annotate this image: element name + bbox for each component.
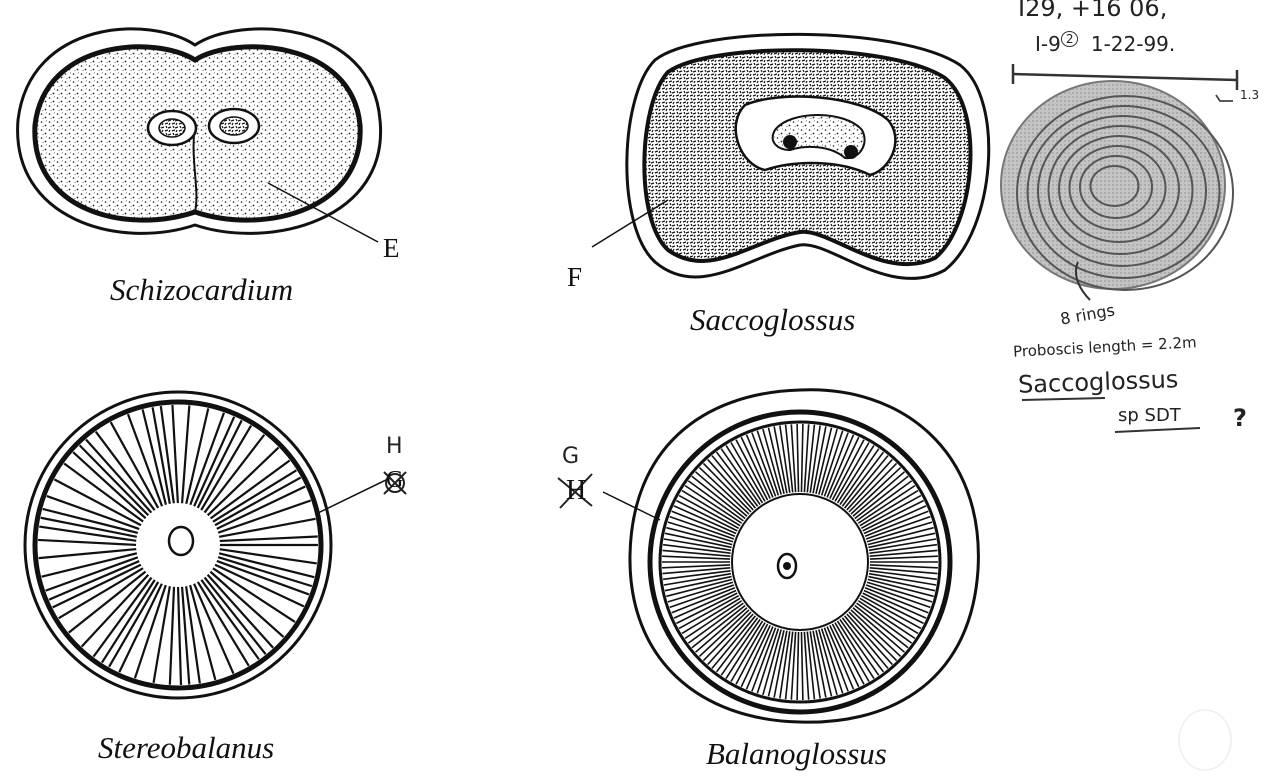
- saccoglossus-section: [592, 34, 989, 278]
- label-struck-h: H: [566, 475, 586, 507]
- handwritten-scale-label: 1.3: [1240, 88, 1259, 102]
- handwritten-label-g: G: [562, 444, 579, 469]
- handwritten-label-h: H: [386, 434, 403, 459]
- caption-schizocardium: Schizocardium: [110, 272, 293, 308]
- schizocardium-stippled-body: [35, 47, 360, 220]
- schizocardium-section: [18, 29, 381, 242]
- handwritten-specimen-id: I29, +16 06,: [1018, 0, 1167, 22]
- handwritten-query: ?: [1233, 404, 1247, 432]
- label-e: E: [383, 233, 400, 264]
- label-f: F: [567, 262, 582, 293]
- stereobalanus-section: [25, 392, 390, 698]
- handwritten-genus: Saccoglossus: [1018, 365, 1179, 399]
- caption-saccoglossus: Saccoglossus: [690, 302, 855, 338]
- scale-bar: [1013, 74, 1237, 80]
- handwritten-specimen-number: I-92 1-22-99.: [1035, 32, 1175, 56]
- label-struck-g: G: [386, 467, 403, 494]
- specimen-circled-number: 2: [1061, 31, 1079, 47]
- handwritten-species: sp SDT: [1118, 405, 1181, 426]
- caption-stereobalanus: Stereobalanus: [98, 730, 274, 766]
- balanoglossus-central-lumen: [732, 494, 868, 630]
- stereobalanus-label-leader: [318, 478, 390, 513]
- specimen-date: 1-22-99.: [1091, 32, 1175, 56]
- specimen-prefix: I-9: [1035, 32, 1061, 56]
- balanoglossus-section: [603, 390, 978, 722]
- genus-underline: [1022, 398, 1105, 400]
- stereobalanus-central-canal: [169, 527, 193, 555]
- species-underline: [1115, 428, 1200, 432]
- caption-balanoglossus: Balanoglossus: [706, 736, 887, 772]
